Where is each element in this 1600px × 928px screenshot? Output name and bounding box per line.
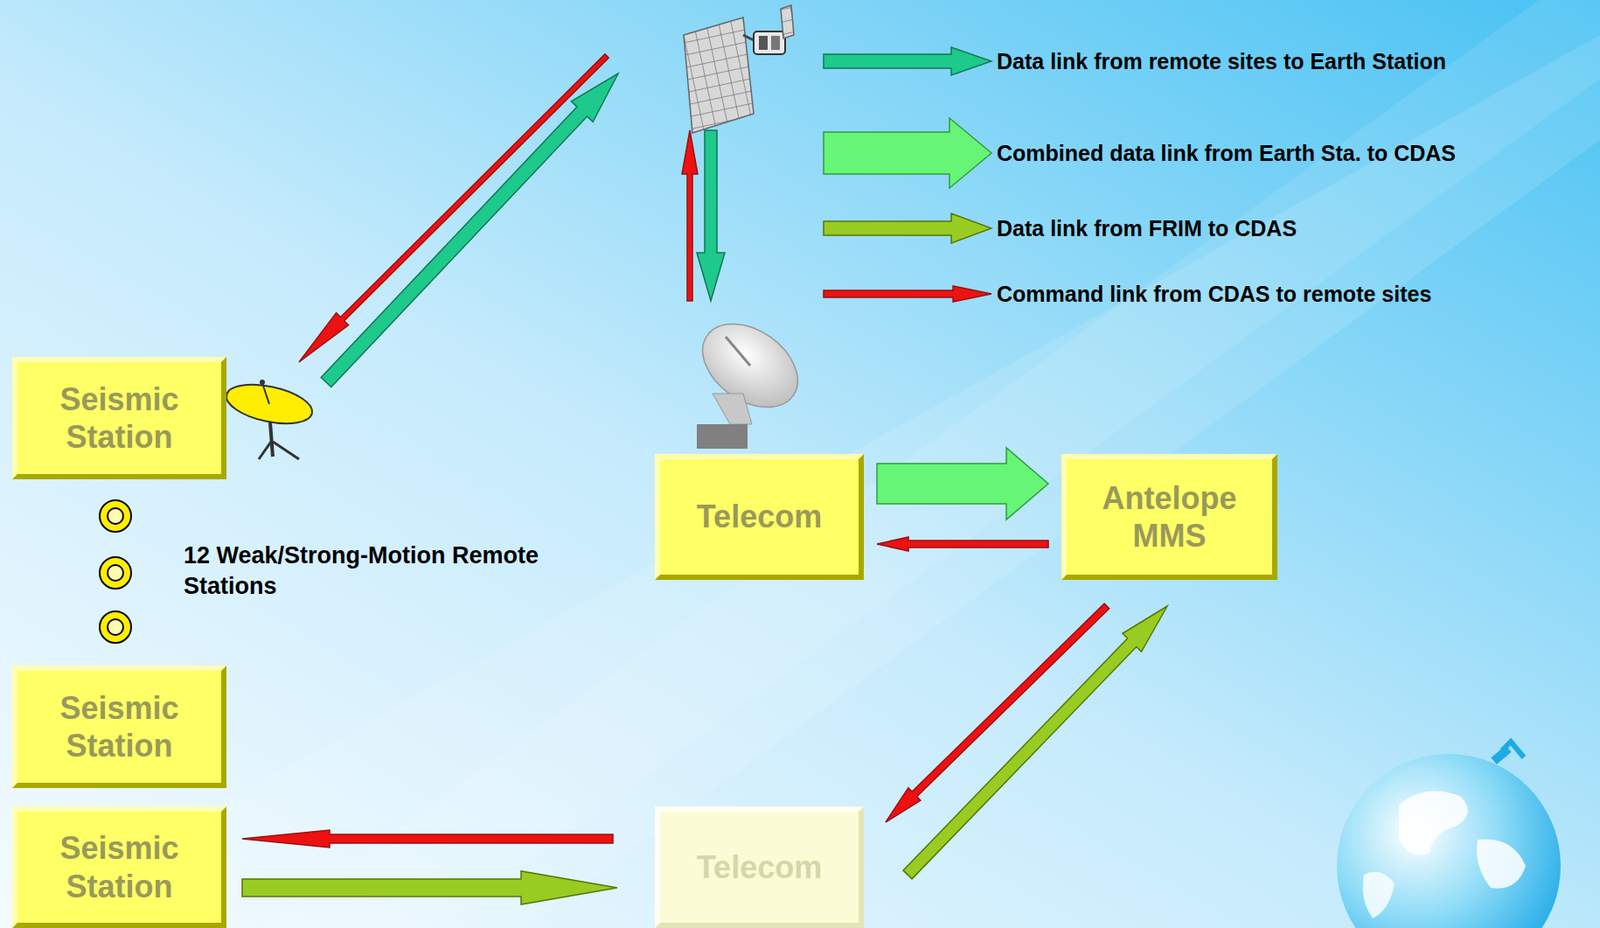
satellite-links-part <box>681 130 698 301</box>
earth-station-dish-part <box>712 393 752 425</box>
satellite-part <box>683 17 754 133</box>
globe-logo-part <box>1476 838 1526 888</box>
remote-dish-part <box>258 441 272 460</box>
remote-dish-part <box>262 382 270 404</box>
legend-swatch-box <box>821 191 994 265</box>
earth-station-dish-part <box>696 424 748 449</box>
box-label: Telecom <box>689 844 829 890</box>
legend-entry: Command link from CDAS to remote sites <box>821 257 1432 331</box>
legend-swatch <box>823 47 992 76</box>
earth-station-dish <box>687 306 814 449</box>
box-label: Antelope MMS <box>1066 475 1273 558</box>
earth-station-dish-part <box>687 306 814 425</box>
box-label: Seismic Station <box>17 685 222 768</box>
station-box: Seismic Station <box>12 356 227 480</box>
station-dots-part <box>107 507 124 524</box>
link-arrow <box>903 605 1168 879</box>
remote-dish-part <box>222 377 316 431</box>
earth-station-dish-part <box>725 336 751 366</box>
globe-logo-part <box>1336 753 1561 928</box>
station-dots-part <box>99 500 132 532</box>
link-arrow <box>876 447 1049 520</box>
box-label: Seismic Station <box>17 825 222 908</box>
box-label: Telecom <box>689 493 829 539</box>
satellite-part <box>758 35 768 50</box>
station-box: Seismic Station <box>12 665 227 788</box>
station-dots-part <box>107 619 124 635</box>
legend-text: Command link from CDAS to remote sites <box>996 281 1432 307</box>
note-label: 12 Weak/Strong-Motion Remote Stations <box>183 540 569 602</box>
globe-logo <box>1336 741 1561 928</box>
legend-text: Combined data link from Earth Sta. to CD… <box>996 140 1456 167</box>
satellite-links-part <box>696 130 725 301</box>
remote-dish-part <box>259 379 265 385</box>
station-box: Seismic Station <box>12 806 227 928</box>
remote-dish <box>222 377 316 460</box>
legend-swatch <box>823 285 992 302</box>
station-dots-part <box>107 564 124 581</box>
globe-logo-part <box>1398 790 1468 855</box>
legend-entry: Data link from remote sites to Earth Sta… <box>821 24 1447 98</box>
satellite-links <box>299 54 725 388</box>
link-arrow <box>242 870 618 905</box>
station-dots-part <box>99 611 132 643</box>
box-label: Seismic Station <box>17 376 222 460</box>
link-arrow <box>876 536 1049 551</box>
globe-logo-part <box>1490 744 1511 765</box>
satellite-part <box>780 5 794 39</box>
globe-logo-part <box>1363 871 1395 919</box>
satellite-links-part <box>320 73 619 388</box>
station-box: Telecom <box>654 453 864 580</box>
station-dots-part <box>99 556 132 589</box>
legend-text: Data link from remote sites to Earth Sta… <box>996 48 1447 75</box>
station-box: Antelope MMS <box>1061 453 1278 580</box>
satellite <box>683 5 794 133</box>
station-box: Telecom <box>654 806 864 928</box>
satellite-links-part <box>299 54 609 362</box>
satellite-part <box>753 31 786 55</box>
remote-dish-part <box>272 441 300 460</box>
legend-text: Data link from FRIM to CDAS <box>996 215 1297 242</box>
legend-swatch-box <box>821 257 994 331</box>
legend-swatch <box>823 213 992 244</box>
legend-swatch-box <box>821 116 994 190</box>
station-dots <box>99 500 132 643</box>
legend-swatch <box>823 118 992 188</box>
satellite-part <box>771 35 780 50</box>
legend-entry: Data link from FRIM to CDAS <box>821 191 1297 265</box>
legend-swatch-box <box>821 24 994 98</box>
link-arrow <box>242 829 613 848</box>
legend-entry: Combined data link from Earth Sta. to CD… <box>821 116 1456 190</box>
